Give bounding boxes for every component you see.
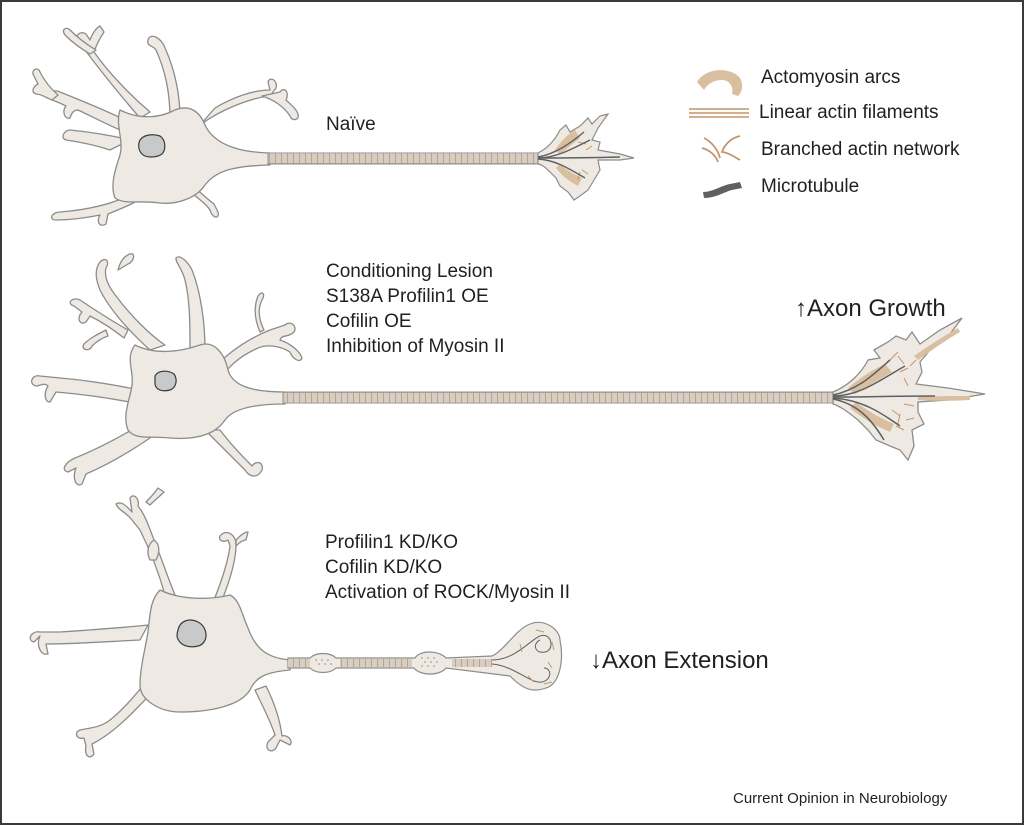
neuron-impaired	[29, 487, 563, 758]
effect-label-axon-growth: ↑Axon Growth	[795, 295, 946, 323]
legend-label-microtubule: Microtubule	[761, 176, 860, 197]
effect-label-axon-extension: ↓Axon Extension	[590, 647, 769, 675]
growth-cone-enhanced	[832, 317, 986, 462]
linear-actin-icon	[689, 108, 749, 118]
condition-item: Profilin1 KD/KO	[325, 532, 459, 553]
condition-list-enhanced: Conditioning Lesion S138A Profilin1 OE C…	[326, 259, 504, 359]
neuron-body-naive	[32, 25, 299, 226]
actomyosin-arc-icon	[697, 70, 743, 96]
neuron-body-enhanced	[31, 253, 303, 486]
legend-label-actomyosin: Actomyosin arcs	[761, 67, 901, 88]
condition-item: Cofilin KD/KO	[325, 557, 443, 578]
condition-item: Inhibition of Myosin II	[326, 336, 505, 357]
effect-text: Axon Extension	[602, 647, 769, 674]
condition-item: Conditioning Lesion	[326, 261, 493, 282]
condition-list-impaired: Profilin1 KD/KO Cofilin KD/KO Activation…	[325, 530, 570, 605]
condition-item: S138A Profilin1 OE	[326, 286, 489, 307]
neuron-naive	[32, 25, 635, 226]
down-arrow-icon: ↓	[590, 647, 602, 674]
nucleus-enhanced	[154, 370, 177, 392]
condition-naive: Naïve	[326, 114, 376, 135]
condition-item: Activation of ROCK/Myosin II	[325, 582, 570, 603]
legend-label-linear-actin: Linear actin filaments	[759, 102, 939, 123]
condition-item: Cofilin OE	[326, 311, 412, 332]
axon-shaft-impaired	[287, 621, 563, 691]
effect-text: Axon Growth	[807, 295, 946, 322]
neuron-body-impaired	[29, 487, 292, 758]
growth-cone-naive	[537, 113, 635, 201]
nucleus-impaired	[176, 619, 207, 648]
branched-actin-icon	[701, 135, 741, 163]
nucleus-naive	[138, 134, 166, 158]
legend-label-branched-actin: Branched actin network	[761, 139, 960, 160]
neuron-enhanced	[31, 253, 986, 486]
legend	[689, 70, 749, 198]
journal-credit: Current Opinion in Neurobiology	[733, 790, 948, 807]
axon-shaft-naive	[267, 152, 541, 165]
axon-shaft-enhanced	[282, 391, 836, 404]
up-arrow-icon: ↑	[795, 295, 807, 322]
microtubule-icon	[703, 182, 742, 198]
